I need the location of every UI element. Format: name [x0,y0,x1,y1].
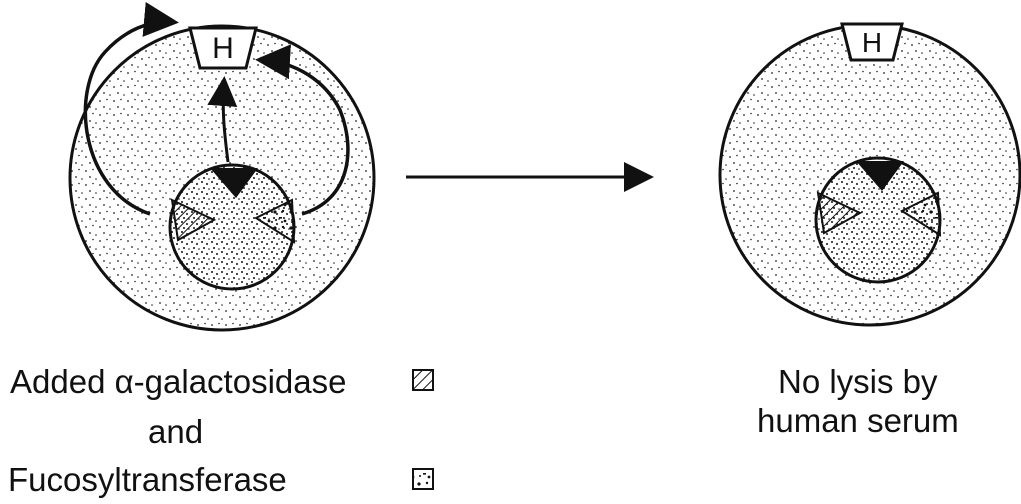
left-caption-line-1: Added α-galactosidase [10,365,346,398]
right-cell: H [720,24,1020,325]
left-cell: H [70,22,374,330]
left-caption-line-1-text: Added [10,363,115,400]
left-h-antigen-label: H [212,32,234,65]
left-caption-line-1-rest: -galactosidase [134,363,347,400]
left-caption-alpha: α [115,363,134,400]
speckled-legend-swatch [413,469,433,489]
right-caption-line-2: human serum [757,404,959,437]
left-caption-line-2: and [148,415,203,448]
left-caption-line-3: Fucosyltransferase [8,463,287,496]
hatched-legend-swatch [413,370,433,390]
right-h-antigen-label: H [862,27,882,58]
right-caption-line-1: No lysis by [778,365,938,398]
